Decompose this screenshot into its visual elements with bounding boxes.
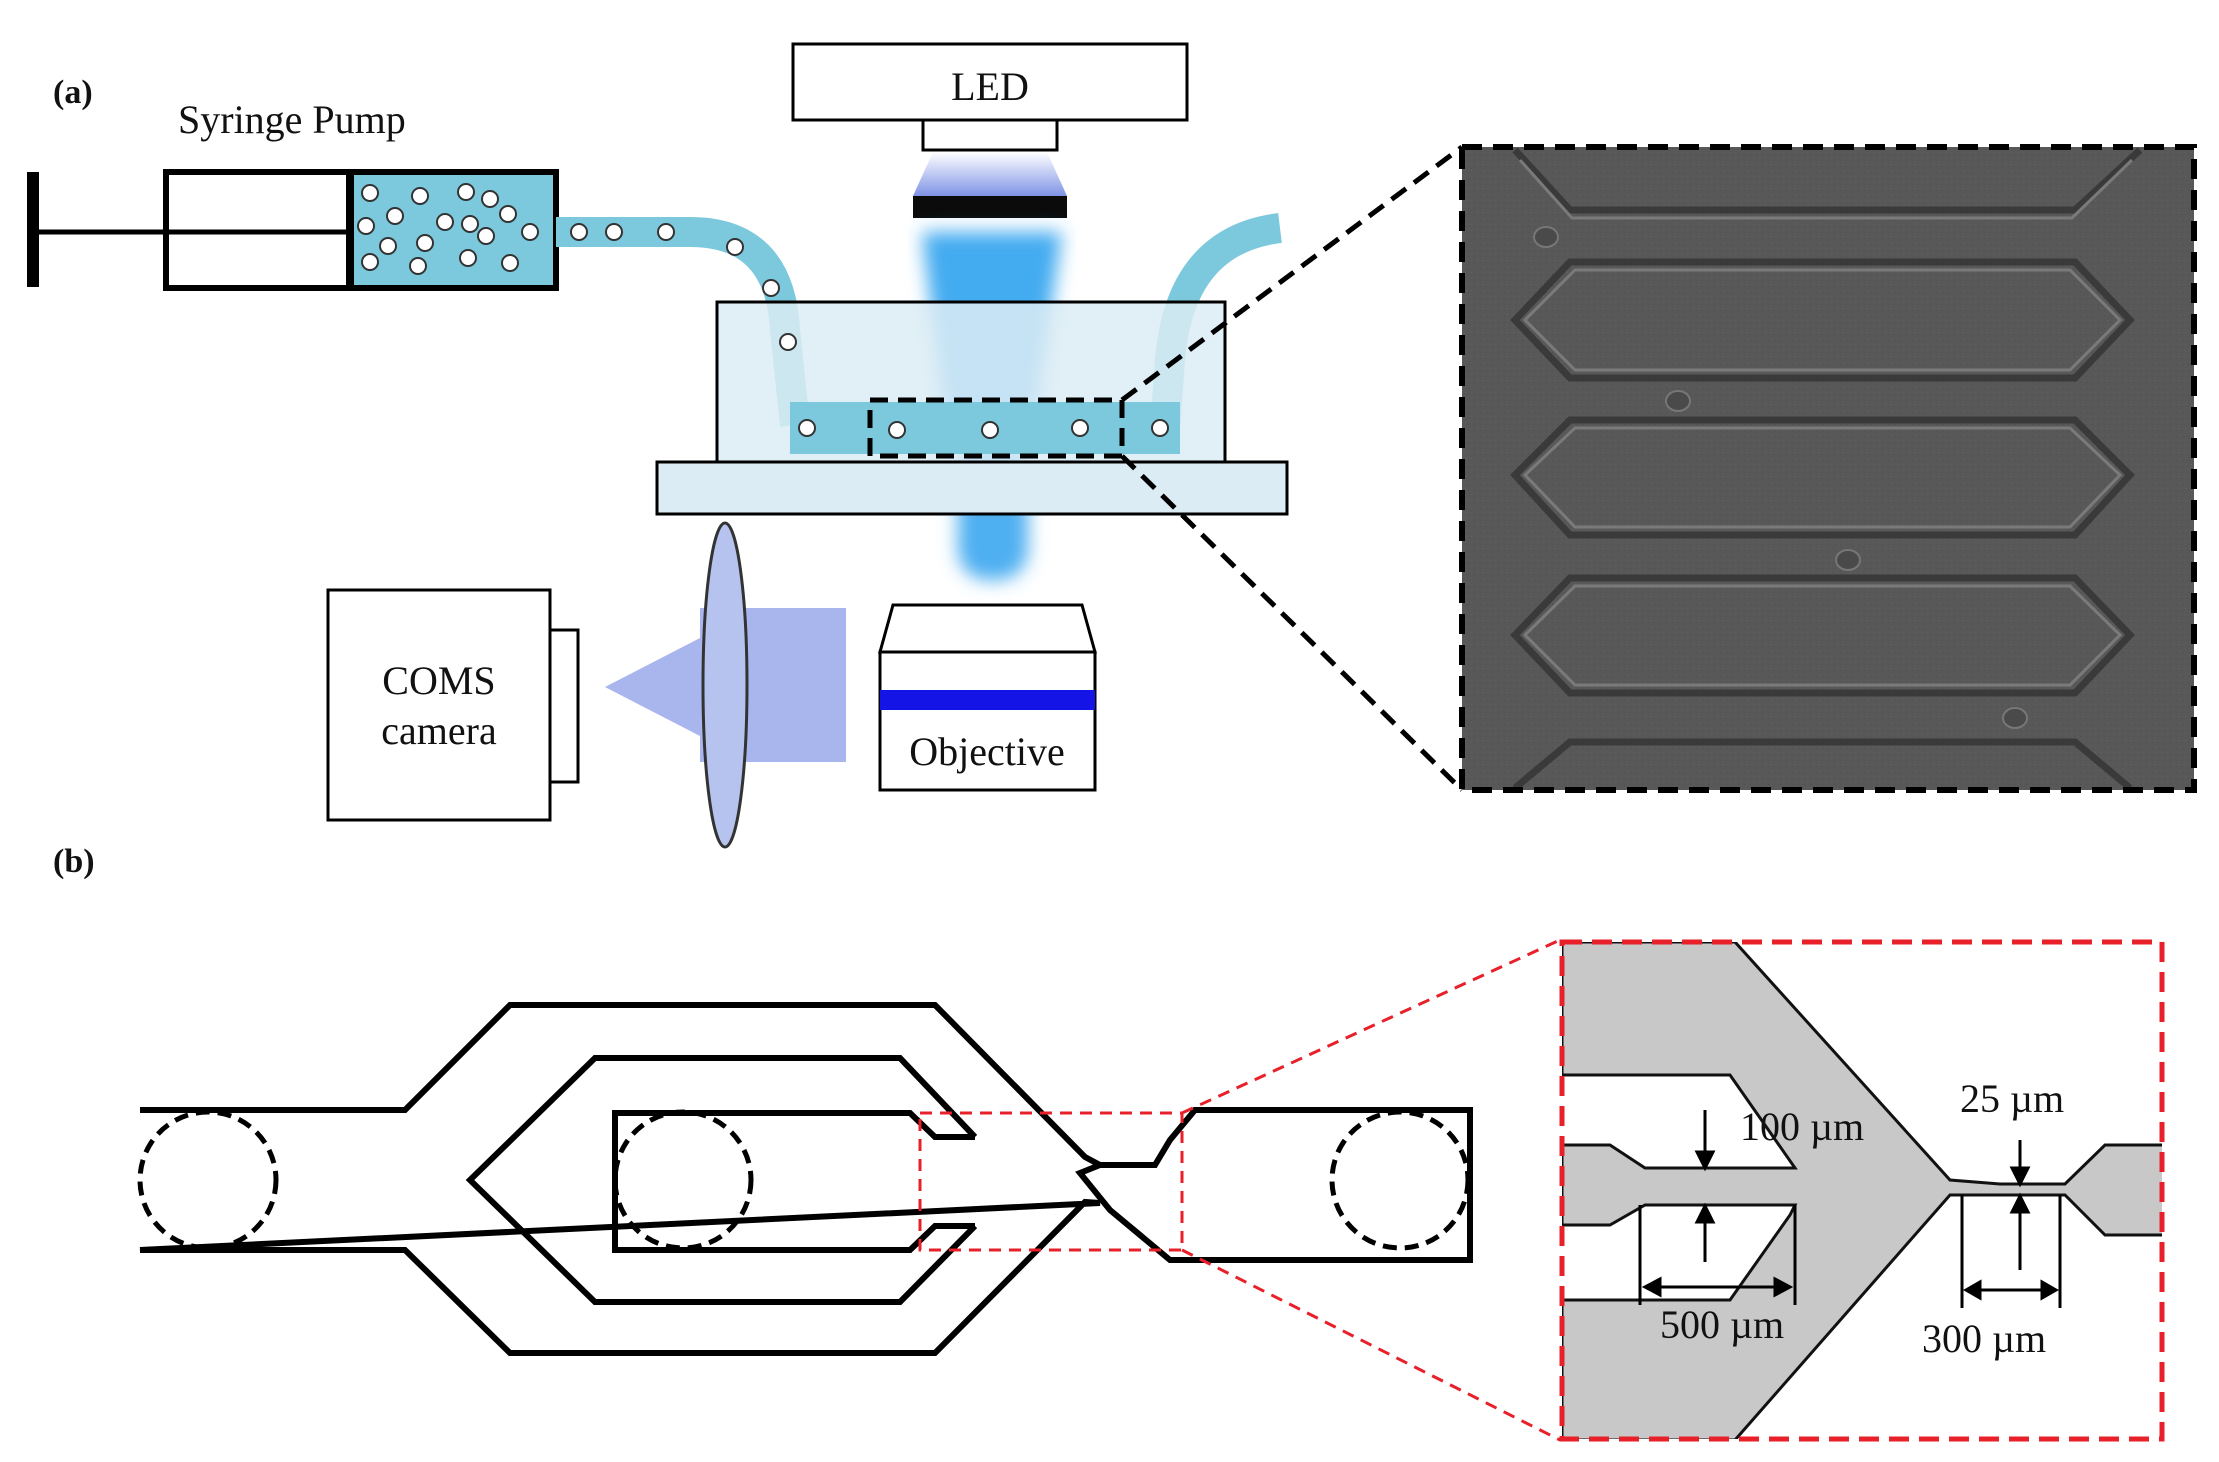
led-filter — [913, 196, 1067, 218]
micrograph-frame — [1459, 144, 2197, 793]
device-outline — [139, 1002, 1102, 1356]
panel-label-a: (a) — [53, 74, 93, 111]
channel-cells — [570, 223, 1169, 439]
panel-label-b: (b) — [53, 843, 95, 880]
device-outer-channel — [1075, 1107, 1473, 1263]
syringe-pump-label: Syringe Pump — [178, 97, 406, 142]
imaging-lens — [701, 521, 749, 849]
port-right — [1329, 1109, 1471, 1251]
zoom-detail — [1559, 939, 2165, 1442]
device-layout — [139, 1002, 1473, 1356]
led-source: LED — [791, 42, 1189, 218]
dim-label-100: 100 µm — [1740, 1104, 1864, 1149]
cmos-camera: COMS camera — [326, 588, 580, 822]
zoom-line-top — [1120, 144, 1464, 403]
camera-mount — [548, 628, 580, 784]
micrograph-cells — [1533, 226, 2028, 729]
dim-label-25: 25 µm — [1960, 1076, 2064, 1121]
dimension-arrows — [1638, 1110, 2062, 1308]
detail-channel-fill — [1562, 942, 2162, 1439]
objective-body — [878, 650, 1097, 792]
zoom-line-red-bottom — [1181, 1248, 1561, 1442]
syringe-cells — [357, 183, 539, 275]
dim-label-500: 500 µm — [1660, 1302, 1784, 1347]
imaging-region-box — [867, 397, 1125, 459]
objective-top — [878, 603, 1097, 654]
port-center — [612, 1109, 754, 1251]
led-label: LED — [951, 64, 1029, 109]
syringe-fluid — [353, 175, 553, 285]
camera-label-line1: COMS — [382, 658, 495, 703]
syringe-pump: Syringe Pump — [27, 97, 559, 291]
zoom-line-red-top — [1181, 938, 1561, 1115]
objective-lens: Objective — [878, 603, 1097, 792]
device-middle-ring — [465, 1055, 978, 1305]
camera-body — [326, 588, 552, 822]
microscope-stage — [655, 460, 1289, 516]
device-ports — [137, 1109, 1471, 1251]
micrograph-image — [1459, 144, 2197, 793]
zoom-region-box — [918, 1111, 1184, 1252]
micrograph-channels-highlight — [1518, 158, 2134, 687]
port-left — [137, 1109, 279, 1251]
led-glow — [913, 152, 1067, 196]
zoom-line-bottom — [1120, 454, 1464, 792]
led-mount — [921, 118, 1059, 152]
dim-label-300: 300 µm — [1922, 1316, 2046, 1361]
objective-label: Objective — [909, 729, 1065, 774]
objective-band — [880, 690, 1095, 710]
micrograph-channels — [1510, 147, 2143, 791]
camera-label-line2: camera — [381, 708, 497, 753]
led-box — [791, 42, 1189, 122]
zoom-detail-frame — [1559, 939, 2165, 1442]
